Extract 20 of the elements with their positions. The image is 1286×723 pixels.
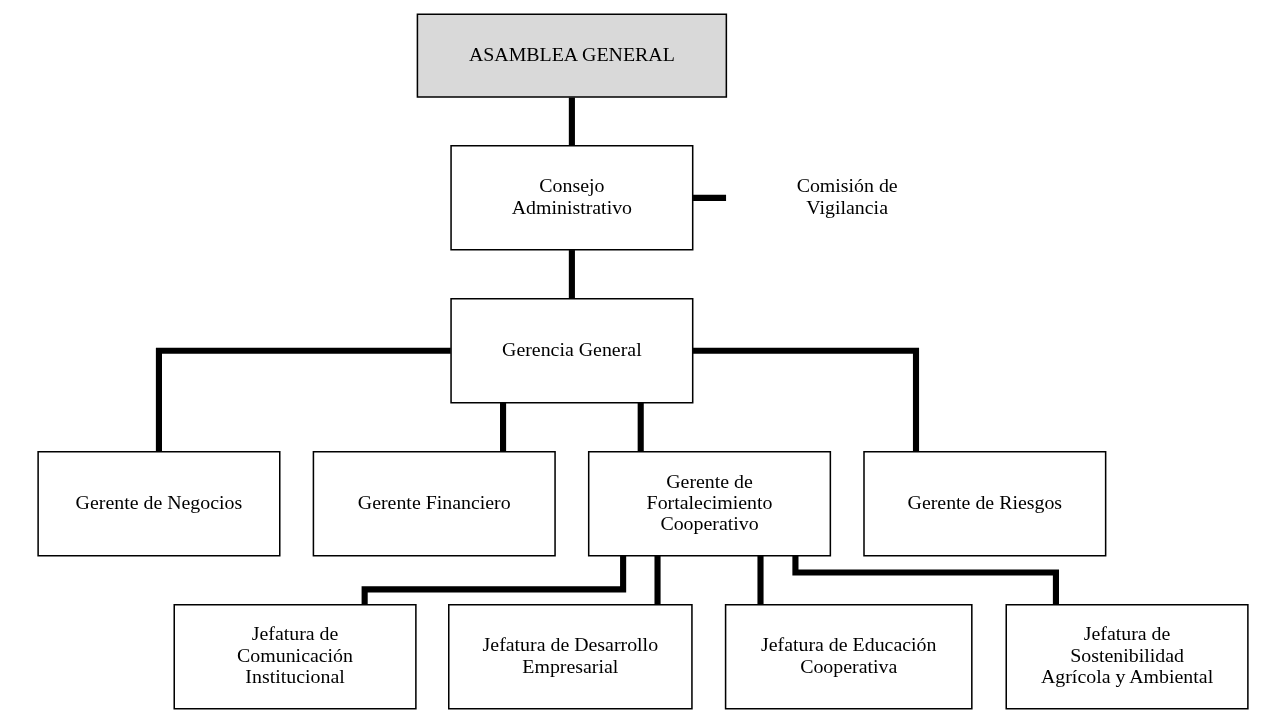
connector xyxy=(155,347,451,452)
connector xyxy=(654,555,661,605)
connector xyxy=(692,347,920,452)
connector xyxy=(757,555,764,605)
node-box: Consejo Administrativo xyxy=(450,145,694,251)
node-box: Jefatura de Educación Cooperativa xyxy=(724,603,973,710)
node-box: ASAMBLEA GENERAL xyxy=(416,13,728,98)
node-box: Jefatura de Comunicación Institucional xyxy=(173,603,417,710)
node-box: Jefatura de Desarrollo Empresarial xyxy=(448,603,693,710)
connector xyxy=(792,555,1059,605)
node-box: Gerente de Negocios xyxy=(37,450,281,557)
node-box: Jefatura de Sostenibilidad Agrícola y Ambiental xyxy=(1005,603,1249,710)
node-text: Comisión de Vigilancia xyxy=(796,174,898,218)
node-box: Gerente Financiero xyxy=(312,450,556,557)
connector xyxy=(637,403,644,452)
connector xyxy=(568,97,575,146)
node-box: Gerente de Fortalecimiento Cooperativo xyxy=(587,450,832,557)
connector xyxy=(500,403,507,452)
node-box: Gerencia General xyxy=(450,298,694,404)
node-box: Gerente de Riesgos xyxy=(863,450,1107,557)
